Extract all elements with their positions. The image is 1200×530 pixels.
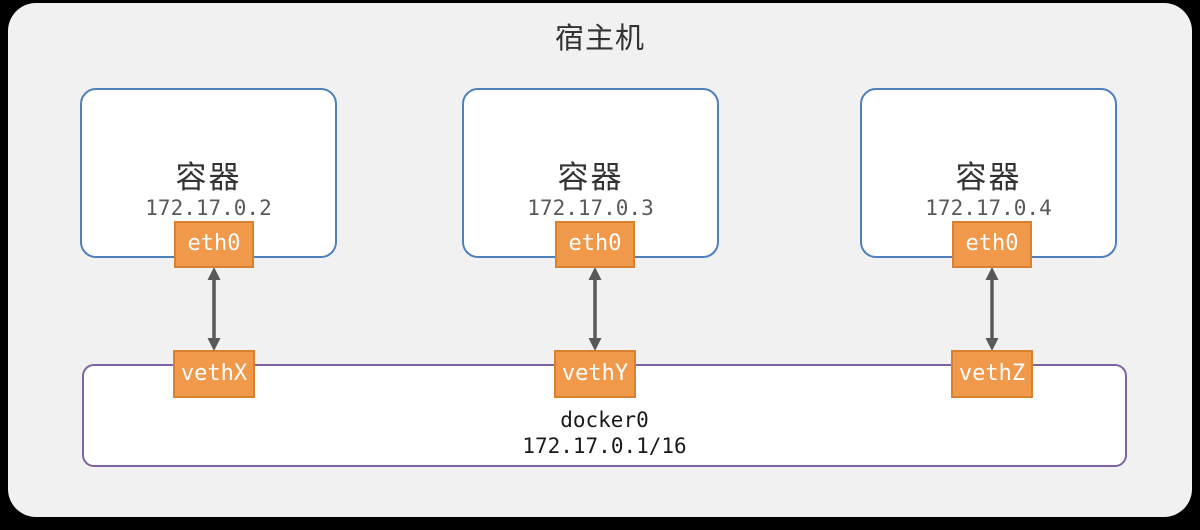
double-arrow-icon (985, 267, 999, 351)
container-label: 容器 (955, 160, 1022, 195)
eth0-port-2: eth0 (555, 221, 635, 268)
container-label: 容器 (557, 160, 624, 195)
container-ip: 172.17.0.4 (925, 196, 1052, 220)
container-box-3: 容器 172.17.0.4 (860, 88, 1117, 258)
double-arrow-icon (207, 267, 221, 351)
eth0-port-3: eth0 (952, 221, 1032, 268)
container-ip: 172.17.0.3 (527, 196, 654, 220)
host-title: 宿主机 (554, 23, 645, 55)
eth0-port-1: eth0 (174, 221, 254, 268)
container-label: 容器 (175, 160, 242, 195)
bridge-cidr: 172.17.0.1/16 (522, 434, 687, 458)
veth-port-3: vethZ (951, 350, 1033, 398)
bridge-name: docker0 (560, 408, 649, 432)
host-panel: 宿主机 容器 172.17.0.2 eth0 vethX 容器 172.17.0… (8, 3, 1192, 517)
veth-port-1: vethX (173, 350, 255, 398)
container-box-2: 容器 172.17.0.3 (462, 88, 719, 258)
double-arrow-icon (588, 267, 602, 351)
container-ip: 172.17.0.2 (145, 196, 272, 220)
veth-port-2: vethY (554, 350, 636, 398)
